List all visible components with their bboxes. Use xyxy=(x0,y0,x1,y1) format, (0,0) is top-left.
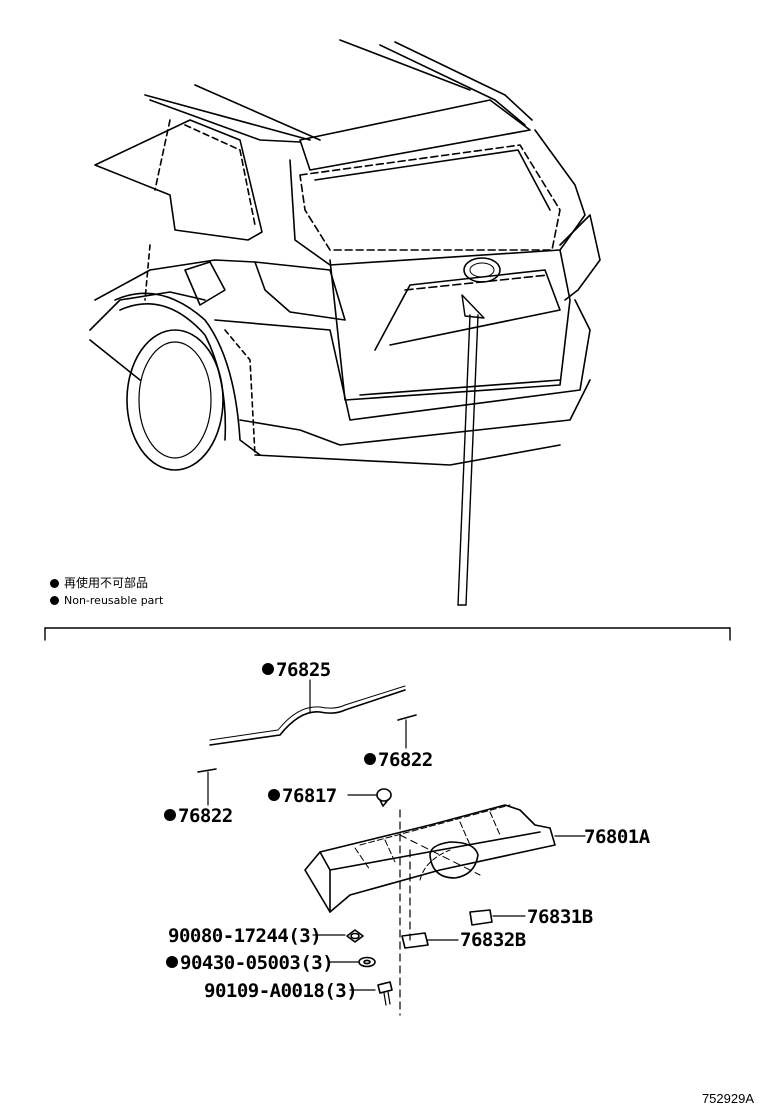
part-label-90109-A0018[interactable]: 90109-A0018(3) xyxy=(204,980,358,1002)
part-number: 76801A xyxy=(584,826,650,848)
part-number: 90080-17244(3) xyxy=(168,925,322,947)
vehicle-rear-view xyxy=(89,39,601,606)
part-number: 76822 xyxy=(378,749,433,771)
part-label-76822-right[interactable]: 76822 xyxy=(364,750,433,770)
part-90430-washer xyxy=(327,956,376,968)
part-label-76822-left[interactable]: 76822 xyxy=(164,806,233,826)
part-label-76831B[interactable]: 76831B xyxy=(527,907,593,927)
legend-english-text: Non-reusable part xyxy=(64,594,164,607)
part-76817-clip xyxy=(347,788,392,807)
part-76822-tape-right xyxy=(397,714,417,749)
legend-japanese-text: 再使用不可部品 xyxy=(64,576,149,590)
part-number: 76825 xyxy=(276,659,331,681)
drawing-code: 752929A xyxy=(701,1091,754,1106)
part-label-90430-05003[interactable]: 90430-05003(3) xyxy=(166,952,334,974)
non-reusable-bullet-icon xyxy=(364,753,376,765)
part-number: 76822 xyxy=(178,805,233,827)
part-number: 76817 xyxy=(282,785,337,807)
legend-japanese: 再使用不可部品 xyxy=(50,576,148,590)
part-76801A-garnish xyxy=(304,804,586,1016)
non-reusable-bullet-icon xyxy=(50,596,59,605)
part-number: 90109-A0018(3) xyxy=(204,980,358,1002)
part-label-76825[interactable]: 76825 xyxy=(262,660,331,680)
non-reusable-bullet-icon xyxy=(268,789,280,801)
part-number: 76831B xyxy=(527,906,593,928)
part-label-76801A[interactable]: 76801A xyxy=(584,827,650,847)
part-number: 90430-05003(3) xyxy=(180,952,334,974)
section-bracket xyxy=(44,627,731,641)
part-76822-tape-left xyxy=(197,768,217,806)
part-label-90080-17244[interactable]: 90080-17244(3) xyxy=(168,925,322,947)
legend-english: Non-reusable part xyxy=(50,594,163,608)
part-76831B-pad xyxy=(469,909,526,926)
non-reusable-bullet-icon xyxy=(50,579,59,588)
part-76832B-pad xyxy=(401,932,459,949)
part-76825-moulding xyxy=(209,679,406,746)
non-reusable-bullet-icon xyxy=(164,809,176,821)
non-reusable-bullet-icon xyxy=(166,956,178,968)
part-label-76817[interactable]: 76817 xyxy=(268,786,337,806)
part-number: 76832B xyxy=(460,929,526,951)
part-90109-screw xyxy=(349,981,393,1006)
part-label-76832B[interactable]: 76832B xyxy=(460,930,526,950)
non-reusable-bullet-icon xyxy=(262,663,274,675)
part-90080-nut xyxy=(312,929,364,943)
